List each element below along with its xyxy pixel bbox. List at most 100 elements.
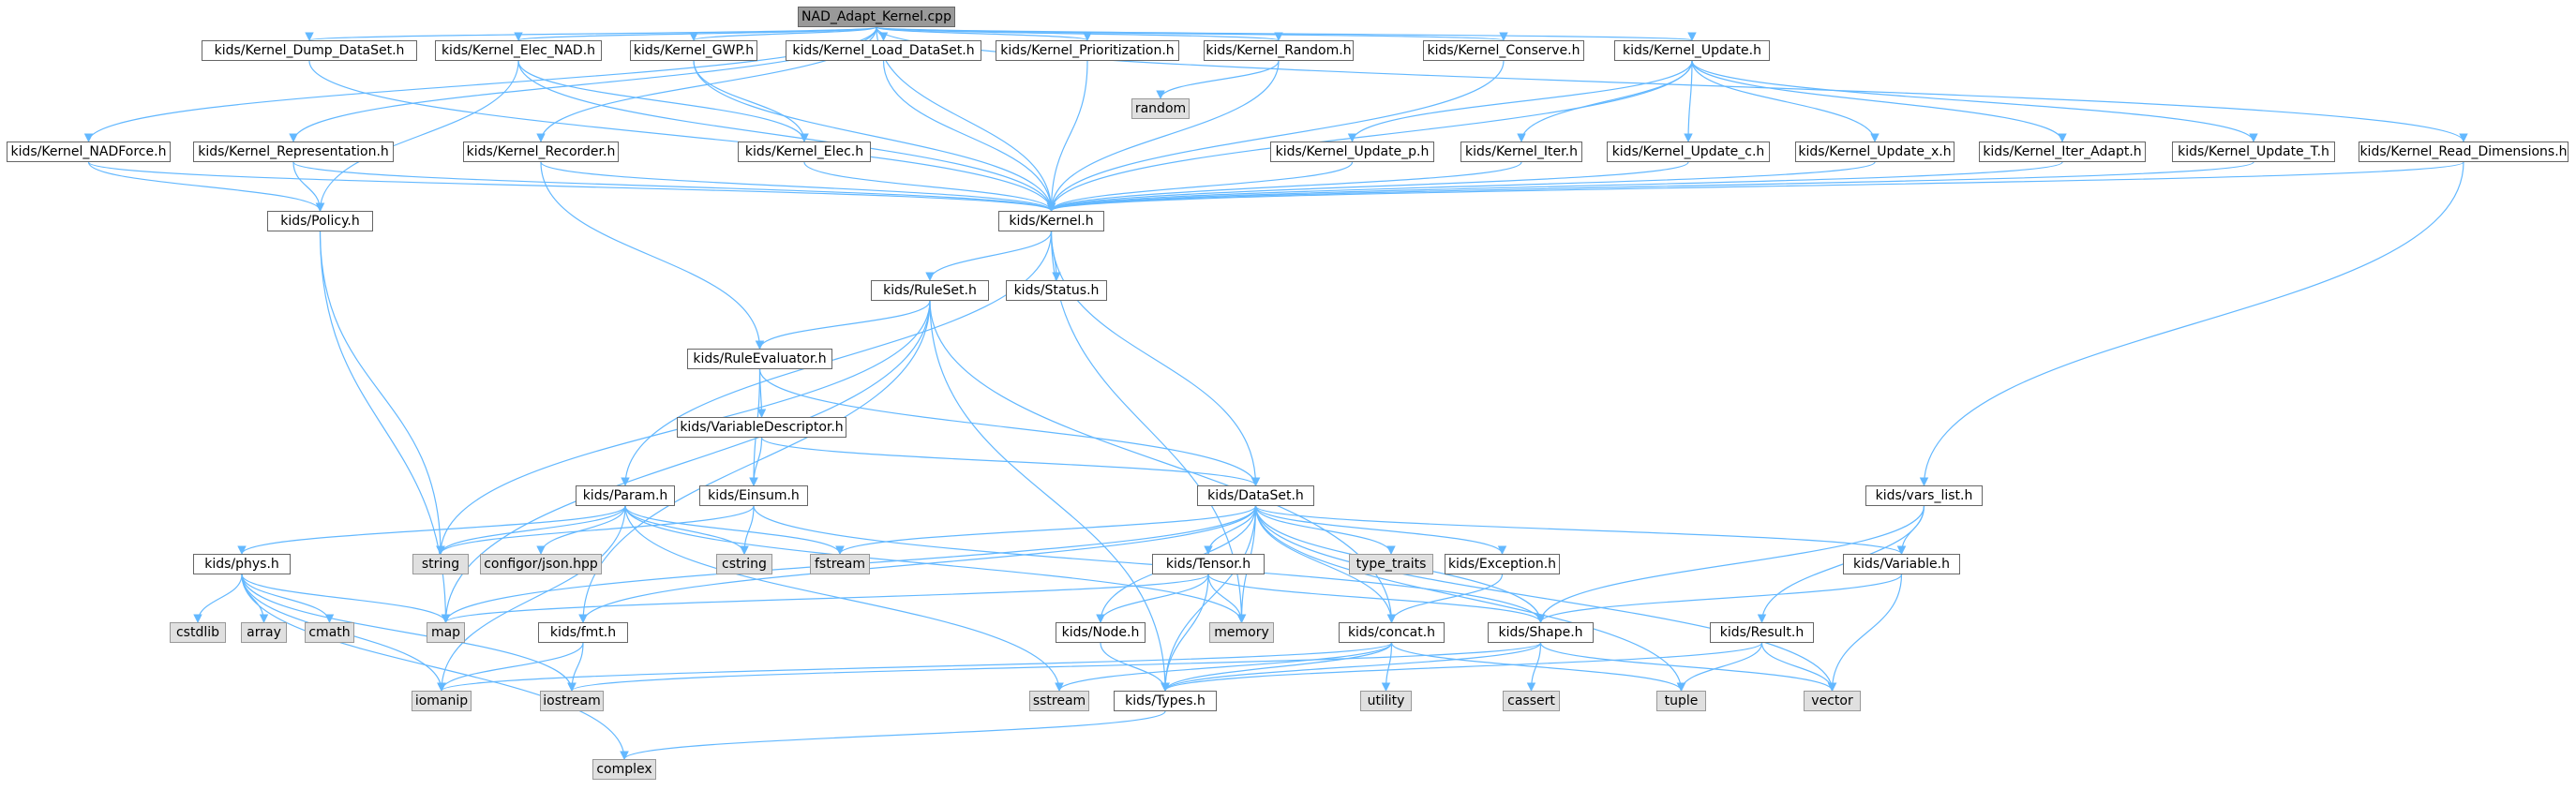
node-kernel-update-t-h[interactable]: kids/Kernel_Update_T.h xyxy=(2172,142,2335,162)
node-type-traits: type_traits xyxy=(1349,554,1433,574)
edge-ruleset-to-ruleeval xyxy=(755,300,931,350)
node-concat-h[interactable]: kids/concat.h xyxy=(1339,622,1445,643)
edge-param-to-fstream xyxy=(624,505,845,555)
node-kernel-iter-adapt-h[interactable]: kids/Kernel_Iter_Adapt.h xyxy=(1979,142,2146,162)
edge-k_conserve-to-kernel xyxy=(1046,60,1505,212)
edge-variable-to-shape xyxy=(1535,574,1903,623)
edge-tensor-to-shape xyxy=(1207,574,1546,623)
node-kernel-nadforce-h[interactable]: kids/Kernel_NADForce.h xyxy=(7,142,171,162)
edge-concat-to-utility xyxy=(1381,642,1393,692)
edge-concat-to-iomanip xyxy=(437,642,1393,692)
node-kernel-representation-h[interactable]: kids/Kernel_Representation.h xyxy=(193,142,394,162)
node-kernel-elec-nad-h[interactable]: kids/Kernel_Elec_NAD.h xyxy=(435,40,602,61)
node-dataset-h[interactable]: kids/DataSet.h xyxy=(1197,485,1314,506)
edge-k_nadforce-to-policy xyxy=(87,161,325,212)
edge-phys-to-map xyxy=(241,574,451,623)
node-vars-list-h[interactable]: kids/vars_list.h xyxy=(1865,485,1983,506)
edge-k_update-to-k_update_x xyxy=(1691,60,1880,142)
node-memory: memory xyxy=(1209,622,1274,643)
edge-variable-to-vector xyxy=(1827,574,1903,692)
node-kernel-update-h[interactable]: kids/Kernel_Update.h xyxy=(1614,40,1770,61)
edge-vardesc-to-dataset xyxy=(760,437,1261,486)
edge-k_read_dims-to-kernel xyxy=(1047,161,2464,212)
node-fmt-h[interactable]: kids/fmt.h xyxy=(538,622,628,643)
edge-tensor-to-node xyxy=(1096,574,1209,623)
node-shape-h[interactable]: kids/Shape.h xyxy=(1488,622,1594,643)
node-variable-h[interactable]: kids/Variable.h xyxy=(1843,554,1960,574)
node-param-h[interactable]: kids/Param.h xyxy=(576,485,675,506)
node-exception-h[interactable]: kids/Exception.h xyxy=(1445,554,1560,574)
edge-root-to-k_gwp xyxy=(689,26,877,41)
edge-k_dump-to-kernel xyxy=(308,60,1056,212)
node-kernel-read-dimensions-h[interactable]: kids/Kernel_Read_Dimensions.h xyxy=(2359,142,2569,162)
edge-k_load-to-kernel xyxy=(882,60,1056,212)
edge-result-to-vector xyxy=(1760,642,1837,692)
edge-k_read_dims-to-vars_list xyxy=(1919,161,2464,486)
node-sstream: sstream xyxy=(1029,691,1089,711)
node-kernel-dump-dataset-h[interactable]: kids/Kernel_Dump_DataSet.h xyxy=(202,40,417,61)
node-kernel-iter-h[interactable]: kids/Kernel_Iter.h xyxy=(1460,142,1582,162)
edge-policy-to-string xyxy=(319,231,445,555)
edge-einsum-to-string xyxy=(436,505,755,555)
edge-k_update-to-k_iter_adapt xyxy=(1691,60,2067,142)
node-random: random xyxy=(1131,98,1190,119)
node-einsum-h[interactable]: kids/Einsum.h xyxy=(699,485,808,506)
edge-tensor-to-types xyxy=(1161,574,1209,692)
edge-k_update_c-to-kernel xyxy=(1046,161,1689,212)
node-kernel-load-dataset-h[interactable]: kids/Kernel_Load_DataSet.h xyxy=(786,40,981,61)
node-kernel-update-p-h[interactable]: kids/Kernel_Update_p.h xyxy=(1270,142,1434,162)
node-ruleset-h[interactable]: kids/RuleSet.h xyxy=(871,280,989,301)
node-types-h[interactable]: kids/Types.h xyxy=(1114,691,1217,711)
edge-ruleset-to-fmt xyxy=(578,300,931,623)
edge-dataset-to-types xyxy=(1161,505,1257,692)
edge-result-to-tuple xyxy=(1676,642,1763,692)
node-kernel-random-h[interactable]: kids/Kernel_Random.h xyxy=(1204,40,1354,61)
node-node-h[interactable]: kids/Node.h xyxy=(1056,622,1146,643)
edge-phys-to-complex xyxy=(241,574,629,760)
node-tuple: tuple xyxy=(1656,691,1706,711)
node-kernel-recorder-h[interactable]: kids/Kernel_Recorder.h xyxy=(463,142,619,162)
edge-phys-to-cmath xyxy=(241,574,335,623)
edge-k_nadforce-to-kernel xyxy=(87,161,1056,212)
node-cmath: cmath xyxy=(305,622,354,643)
edge-k_gwp-to-kernel xyxy=(693,60,1056,212)
edge-k_repr-to-policy xyxy=(292,161,325,212)
edge-tensor-to-memory xyxy=(1207,574,1247,623)
edge-k_update_p-to-kernel xyxy=(1046,161,1354,212)
node-kernel-conserve-h[interactable]: kids/Kernel_Conserve.h xyxy=(1423,40,1584,61)
node-kernel-gwp-h[interactable]: kids/Kernel_GWP.h xyxy=(630,40,757,61)
edge-param-to-string xyxy=(436,505,626,555)
edge-root-to-k_random xyxy=(876,26,1283,41)
edge-einsum-to-cstring xyxy=(740,505,755,555)
node-tensor-h[interactable]: kids/Tensor.h xyxy=(1152,554,1265,574)
edge-types-to-complex xyxy=(620,710,1166,760)
node-kernel-update-c-h[interactable]: kids/Kernel_Update_c.h xyxy=(1607,142,1770,162)
node-variabledescriptor-h[interactable]: kids/VariableDescriptor.h xyxy=(677,417,846,438)
edge-dataset-to-concat xyxy=(1254,505,1397,623)
node-kernel-elec-h[interactable]: kids/Kernel_Elec.h xyxy=(738,142,871,162)
edge-k_elec_nad-to-kernel xyxy=(517,60,1056,212)
edge-k_repr-to-kernel xyxy=(292,161,1056,212)
node-kernel-h[interactable]: kids/Kernel.h xyxy=(998,211,1104,231)
node-policy-h[interactable]: kids/Policy.h xyxy=(267,211,373,231)
node-map: map xyxy=(427,622,465,643)
edge-k_elec_nad-to-k_elec xyxy=(517,60,809,142)
node-iomanip: iomanip xyxy=(412,691,472,711)
edge-concat-to-sstream xyxy=(1055,642,1393,692)
edge-exception-to-concat xyxy=(1386,574,1504,623)
edge-k_elec_nad-to-policy xyxy=(315,60,519,212)
edge-k_random-to-kernel xyxy=(1046,60,1280,212)
node-phys-h[interactable]: kids/phys.h xyxy=(193,554,291,574)
node-kernel-prioritization-h[interactable]: kids/Kernel_Prioritization.h xyxy=(996,40,1179,61)
edge-phys-to-cstdlib xyxy=(193,574,243,623)
edge-k_update-to-k_update_t xyxy=(1691,60,2258,142)
edge-result-to-types xyxy=(1161,642,1763,692)
edge-node-to-types xyxy=(1100,642,1170,692)
node-kernel-update-x-h[interactable]: kids/Kernel_Update_x.h xyxy=(1795,142,1954,162)
node-ruleevaluator-h[interactable]: kids/RuleEvaluator.h xyxy=(687,349,832,369)
edge-param-to-phys xyxy=(237,505,626,555)
node-status-h[interactable]: kids/Status.h xyxy=(1006,280,1107,301)
node-result-h[interactable]: kids/Result.h xyxy=(1710,622,1814,643)
edge-shape-to-vector xyxy=(1539,642,1837,692)
